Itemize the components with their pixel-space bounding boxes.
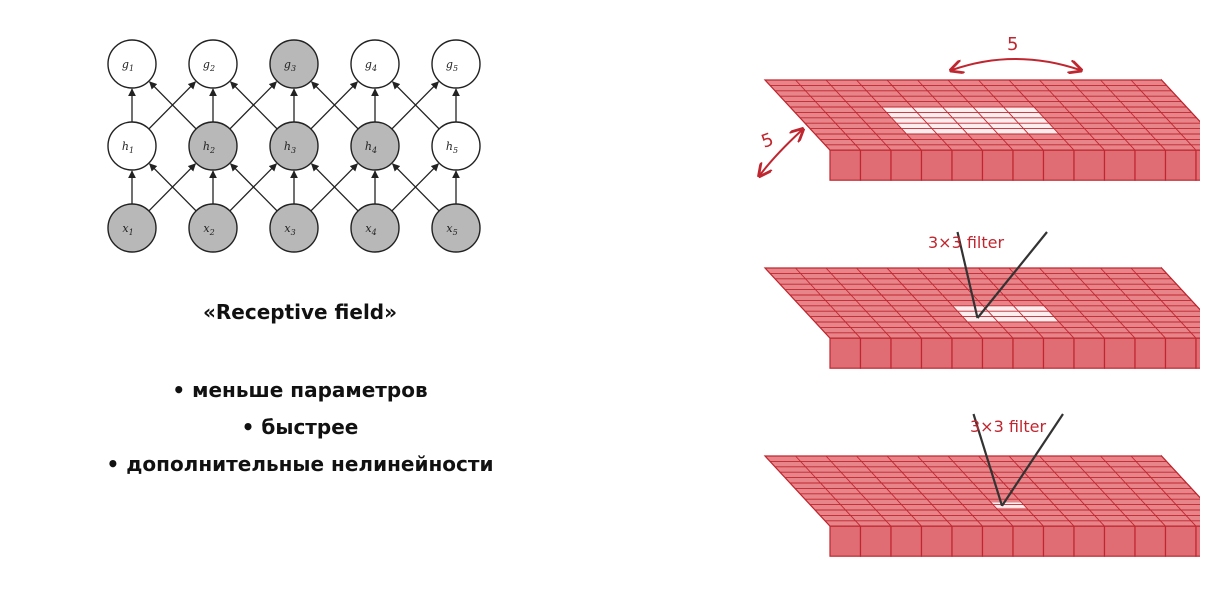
layer-front-cell xyxy=(1103,525,1136,557)
filter-projection-line xyxy=(1001,413,1064,507)
graph-node-g2 xyxy=(188,39,238,89)
filter-projection-line xyxy=(972,413,1004,507)
filter-projection-line xyxy=(976,231,1048,319)
graph-node-h3 xyxy=(269,121,319,171)
graph-node-h5 xyxy=(431,121,481,171)
layer-front-cell xyxy=(1073,337,1106,369)
layer-front-cell xyxy=(951,525,984,557)
layer-front-cell xyxy=(1073,149,1106,181)
graph-node-label: x2 xyxy=(203,222,214,237)
layer-front-cell xyxy=(951,149,984,181)
graph-edge xyxy=(392,81,440,130)
layer-top xyxy=(763,78,1200,181)
layer-front-cell xyxy=(920,149,953,181)
graph-node-label: x5 xyxy=(446,222,457,237)
depth-arrow xyxy=(760,130,802,175)
receptive-region xyxy=(991,502,1027,508)
layer-front-cell xyxy=(1164,149,1197,181)
graph-edge xyxy=(149,163,197,212)
layer-front-cell xyxy=(1103,337,1136,369)
graph-node-x1 xyxy=(107,203,157,253)
layer-front-cell xyxy=(920,525,953,557)
graph-node-label: x3 xyxy=(284,222,295,237)
layer-front-cell xyxy=(981,149,1014,181)
layer-middle xyxy=(763,266,1200,369)
layer-front-cell xyxy=(1195,149,1200,181)
graph-node-label: x4 xyxy=(365,222,376,237)
layer-front-cell xyxy=(829,337,862,369)
layer-front-cell xyxy=(1195,525,1200,557)
layer-front-cell xyxy=(920,337,953,369)
layer-front-cell xyxy=(859,525,892,557)
graph-node-h4 xyxy=(350,121,400,171)
receptive-field-caption: «Receptive field» xyxy=(202,300,398,324)
graph-node-g3 xyxy=(269,39,319,89)
layer-front-cell xyxy=(859,149,892,181)
graph-node-x2 xyxy=(188,203,238,253)
layer-front-cell xyxy=(1042,149,1075,181)
layer-front-cell xyxy=(1134,525,1167,557)
bullet-item-nonlinearities: дополнительные нелинейности xyxy=(0,446,600,483)
layer-front-cell xyxy=(1164,337,1197,369)
layer-front-cell xyxy=(1073,525,1106,557)
graph-node-x5 xyxy=(431,203,481,253)
filter-label-1: 3×3 filter xyxy=(928,233,1004,252)
depth-label: 5 xyxy=(759,129,777,153)
layer-front-cell xyxy=(829,149,862,181)
layer-front-cell xyxy=(829,525,862,557)
bullet-list: меньше параметров быстрее дополнительные… xyxy=(0,372,600,483)
layer-front-cell xyxy=(1012,149,1045,181)
layer-front-cell xyxy=(1042,525,1075,557)
graph-node-g1 xyxy=(107,39,157,89)
filter-projection-line xyxy=(956,231,979,319)
graph-node-x3 xyxy=(269,203,319,253)
graph-edge xyxy=(230,81,278,130)
layer-front-cell xyxy=(1042,337,1075,369)
layer-front-cell xyxy=(890,149,923,181)
graph-node-x4 xyxy=(350,203,400,253)
bullet-item-fewer-params: меньше параметров xyxy=(0,372,600,409)
layer-front-cell xyxy=(890,525,923,557)
layer-front-cell xyxy=(1164,525,1197,557)
layer-front-cell xyxy=(951,337,984,369)
receptive-region xyxy=(952,305,1059,322)
graph-node-g5 xyxy=(431,39,481,89)
graph-edge xyxy=(230,163,278,212)
layer-front-cell xyxy=(1012,337,1045,369)
layer-front-cell xyxy=(890,337,923,369)
layer-front-cell xyxy=(981,525,1014,557)
cnn-layers-diagram: 5 5 3×3 filter 3×3 filter xyxy=(730,34,1200,557)
layer-bottom xyxy=(763,454,1200,557)
layer-front-cell xyxy=(859,337,892,369)
graph-edge xyxy=(149,81,197,130)
layer-front-cell xyxy=(1195,337,1200,369)
graph-node-h2 xyxy=(188,121,238,171)
layer-front-cell xyxy=(1103,149,1136,181)
graph-edge xyxy=(392,163,440,212)
filter-label-2: 3×3 filter xyxy=(970,417,1046,436)
graph-edge xyxy=(311,81,359,130)
layer-front-cell xyxy=(1134,337,1167,369)
bullet-item-faster: быстрее xyxy=(0,409,600,446)
layer-front-cell xyxy=(1012,525,1045,557)
layer-front-cell xyxy=(1134,149,1167,181)
receptive-region xyxy=(881,107,1059,134)
graph-node-h1 xyxy=(107,121,157,171)
graph-node-g4 xyxy=(350,39,400,89)
layer-front-cell xyxy=(981,337,1014,369)
width-label: 5 xyxy=(1007,34,1018,55)
graph-edge xyxy=(311,163,359,212)
graph-node-label: x1 xyxy=(122,222,133,237)
width-arrow xyxy=(952,58,1080,70)
